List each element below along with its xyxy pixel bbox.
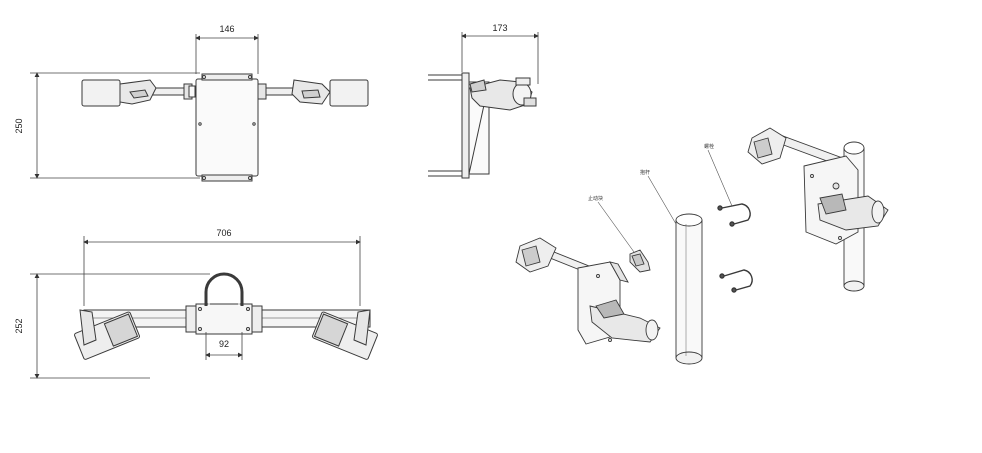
side-view-dimensions bbox=[461, 32, 539, 84]
exploded-assembly bbox=[515, 237, 661, 345]
u-bolt-lower bbox=[719, 269, 753, 293]
top-view bbox=[74, 272, 378, 360]
left-sensor-body bbox=[81, 79, 121, 107]
top-view-dimensions bbox=[30, 236, 361, 379]
dim-side-width: 173 bbox=[492, 23, 507, 33]
u-bolt-upper bbox=[717, 203, 751, 227]
dim-front-height: 250 bbox=[14, 118, 24, 133]
front-view-dimensions bbox=[30, 34, 259, 179]
dim-total-width: 706 bbox=[216, 228, 231, 238]
enclosure-cap-bottom bbox=[201, 174, 253, 182]
dim-bottom-height: 252 bbox=[14, 318, 24, 333]
callout-stopper: 止动块 bbox=[588, 195, 603, 202]
callout-leaders bbox=[597, 149, 733, 253]
callout-pole: 抱杆 bbox=[640, 169, 650, 176]
dim-clamp-width: 92 bbox=[219, 339, 229, 349]
enclosure-front bbox=[195, 78, 259, 177]
isometric-exploded-view bbox=[515, 127, 889, 365]
right-sensor-body bbox=[329, 79, 369, 107]
u-bolt-top bbox=[204, 272, 244, 306]
stopper-block bbox=[629, 249, 651, 273]
callout-ubolt: 螺栓 bbox=[704, 143, 714, 150]
pole bbox=[675, 213, 703, 365]
side-mount-plate bbox=[461, 72, 470, 179]
assembled-unit bbox=[747, 127, 889, 292]
enclosure-cap-top bbox=[201, 73, 253, 81]
side-view bbox=[428, 72, 537, 179]
dim-front-width: 146 bbox=[219, 24, 234, 34]
front-view bbox=[81, 73, 369, 182]
